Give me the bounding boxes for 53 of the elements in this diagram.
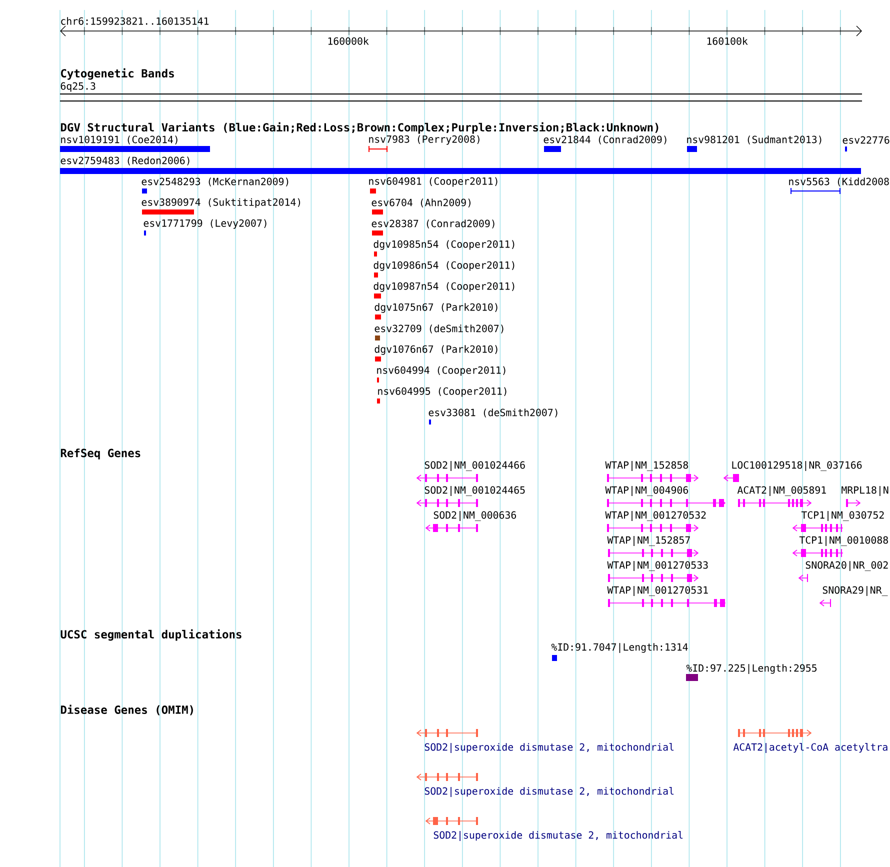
feature-label: nsv7983 (Perry2008): [369, 135, 480, 145]
feature-label: WTAP|NM_001270531: [607, 586, 708, 596]
feature-label: WTAP|NM_001270532: [605, 511, 706, 521]
feature-label: SOD2|NM_001024465: [424, 486, 525, 496]
feature-label: WTAP|NM_004906: [605, 486, 688, 496]
track-title: UCSC segmental duplications: [60, 629, 242, 641]
feature-label: TCP1|NM_0010088: [799, 536, 888, 546]
feature-label: esv28387 (Conrad2009): [372, 220, 494, 228]
track-title: RefSeq Genes: [60, 448, 140, 460]
feature-label: esv1771799 (Levy2007): [144, 219, 266, 229]
feature-label: esv3890974 (Suktitipat2014): [142, 198, 300, 208]
feature-label: nsv604995 (Cooper2011): [378, 387, 506, 397]
feature-label: dgv10985n54 (Cooper2011): [374, 240, 514, 250]
track-title: DGV Structural Variants (Blue:Gain;Red:Loss;Brown:Complex;Purple:Inversion;Black:Unknown): [60, 122, 658, 134]
feature-label: nsv604981 (Cooper2011): [369, 177, 498, 187]
gene-label: ACAT2|acetyl-CoA acetyltra: [733, 743, 888, 753]
feature-label: WTAP|NM_152857: [607, 536, 690, 546]
feature-label: nsv981201 (Sudmant2013): [687, 136, 822, 144]
track-title: Disease Genes (OMIM): [60, 704, 193, 716]
track-title: Cytogenetic Bands: [61, 68, 174, 80]
feature-label: WTAP|NM_152858: [605, 461, 688, 471]
feature-label: nsv604994 (Cooper2011): [377, 366, 506, 376]
feature-label: nsv1019191 (Coe2014): [61, 136, 178, 144]
feature-label: esv2759483 (Redon2006): [60, 156, 190, 166]
gene-label: SOD2|superoxide dismutase 2, mitochondrial: [434, 831, 683, 841]
feature-label: nsv5563 (Kidd2008: [789, 178, 889, 186]
feature-label: WTAP|NM_001270533: [607, 561, 708, 571]
feature-label: esv21844 (Conrad2009): [544, 136, 666, 144]
feature-label: SOD2|NM_000636: [434, 511, 516, 521]
feature-label: TCP1|NM_030752: [801, 511, 884, 521]
feature-label: %ID:97.225|Length:2955: [686, 664, 817, 674]
feature-label: dgv1075n67 (Park2010): [374, 303, 498, 313]
feature-label: dgv10986n54 (Cooper2011): [374, 261, 514, 271]
feature-label: SNORA29|NR_: [822, 586, 888, 596]
feature-label: LOC100129518|NR_037166: [732, 461, 862, 471]
feature-label: chr6:159923821..160135141: [61, 17, 209, 25]
feature-label: esv33081 (deSmith2007): [428, 408, 558, 418]
feature-label: SOD2|NM_001024466: [424, 461, 525, 471]
scale-label: 160100k: [707, 37, 748, 45]
feature-label: MRPL18|N: [842, 486, 888, 496]
scale-label: 160000k: [328, 37, 369, 45]
feature-label: 6q25.3: [60, 82, 96, 92]
feature-label: %ID:91.7047|Length:1314: [551, 643, 688, 653]
feature-label: esv2548293 (McKernan2009): [142, 178, 288, 186]
gene-label: SOD2|superoxide dismutase 2, mitochondrial: [424, 743, 674, 753]
feature-label: SNORA20|NR_002: [806, 561, 888, 571]
feature-label: dgv1076n67 (Park2010): [374, 345, 498, 355]
gene-label: SOD2|superoxide dismutase 2, mitochondrial: [424, 787, 674, 797]
feature-label: ACAT2|NM_005891: [737, 486, 826, 496]
feature-label: esv6704 (Ahn2009): [372, 198, 470, 208]
feature-label: esv32709 (deSmith2007): [374, 324, 504, 334]
feature-label: dgv10987n54 (Cooper2011): [374, 282, 514, 292]
feature-label: esv22776: [842, 136, 890, 144]
